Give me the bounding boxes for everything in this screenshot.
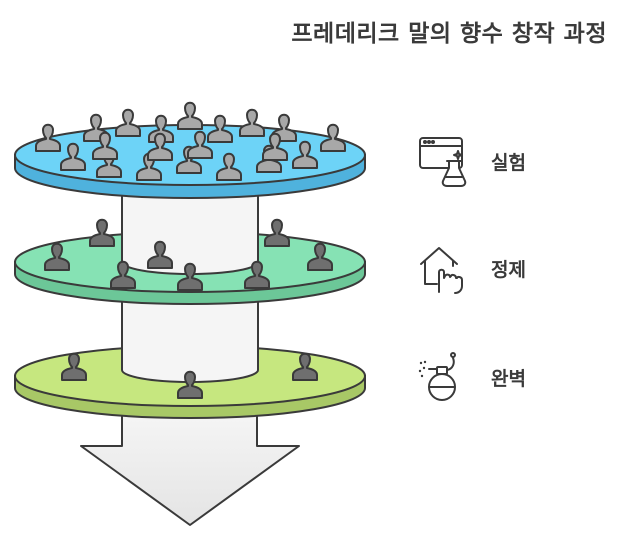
- person-icon: [216, 152, 242, 181]
- person-icon: [307, 242, 333, 271]
- people-group-perfection: [61, 352, 318, 399]
- person-icon: [177, 370, 203, 399]
- person-icon: [177, 101, 203, 130]
- browser-lab-flask-icon: [419, 137, 467, 187]
- person-icon: [292, 140, 318, 169]
- legend-item-experiment: 실험: [415, 133, 526, 189]
- person-icon: [89, 218, 115, 247]
- legend-item-perfection: 완벽: [415, 349, 526, 405]
- person-icon: [262, 132, 288, 161]
- person-icon: [239, 108, 265, 137]
- person-icon: [292, 352, 318, 381]
- person-icon: [177, 262, 203, 291]
- person-icon: [44, 242, 70, 271]
- diagram-title: 프레데리크 말의 향수 창작 과정: [291, 21, 607, 47]
- legend-label-refinement: 정제: [491, 258, 526, 281]
- person-icon: [187, 130, 213, 159]
- legend-label-perfection: 완벽: [491, 367, 526, 390]
- person-icon: [35, 123, 61, 152]
- legend-label-experiment: 실험: [491, 151, 526, 174]
- person-icon: [60, 142, 86, 171]
- house-hand-icon: [420, 247, 463, 294]
- person-icon: [110, 260, 136, 289]
- person-icon: [147, 132, 173, 161]
- person-icon: [244, 260, 270, 289]
- perfume-bottle-icon: [418, 352, 456, 401]
- person-icon: [115, 108, 141, 137]
- person-icon: [61, 352, 87, 381]
- person-icon: [147, 240, 173, 269]
- person-icon: [92, 131, 118, 160]
- person-icon: [207, 114, 233, 143]
- person-icon: [264, 218, 290, 247]
- people-group-refinement: [44, 218, 333, 291]
- people-group-experiment: [35, 101, 346, 181]
- person-icon: [320, 123, 346, 152]
- legend-item-refinement: 정제: [415, 240, 526, 296]
